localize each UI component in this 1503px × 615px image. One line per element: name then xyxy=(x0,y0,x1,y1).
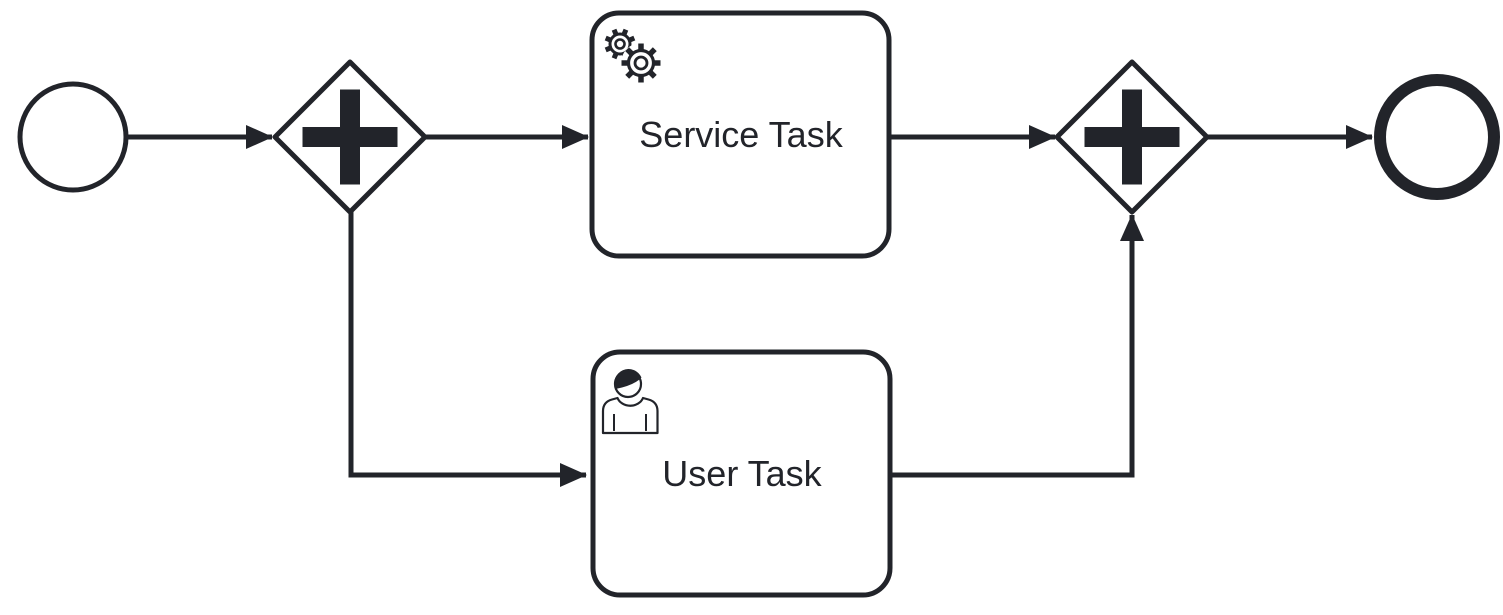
parallel-plus-icon xyxy=(302,89,398,185)
gears-icon xyxy=(604,28,661,83)
end-event[interactable] xyxy=(1374,74,1500,200)
service-task-label: Service Task xyxy=(639,114,843,155)
person-icon xyxy=(601,369,659,435)
parallel-gateway-join[interactable] xyxy=(1054,59,1210,215)
service-task-shape[interactable] xyxy=(589,10,892,259)
parallel-gateway-split[interactable] xyxy=(272,59,428,215)
user-task-shape[interactable] xyxy=(590,349,893,598)
start-event[interactable] xyxy=(17,81,129,193)
user-task-label: User Task xyxy=(662,453,822,494)
parallel-plus-icon xyxy=(1084,89,1180,185)
flow-user-task-to-join-gateway[interactable] xyxy=(891,214,1144,478)
user-task-node[interactable]: User Task xyxy=(590,349,893,598)
flow-split-gateway-to-user-task[interactable] xyxy=(348,212,587,487)
service-task-node[interactable]: Service Task xyxy=(589,10,892,259)
